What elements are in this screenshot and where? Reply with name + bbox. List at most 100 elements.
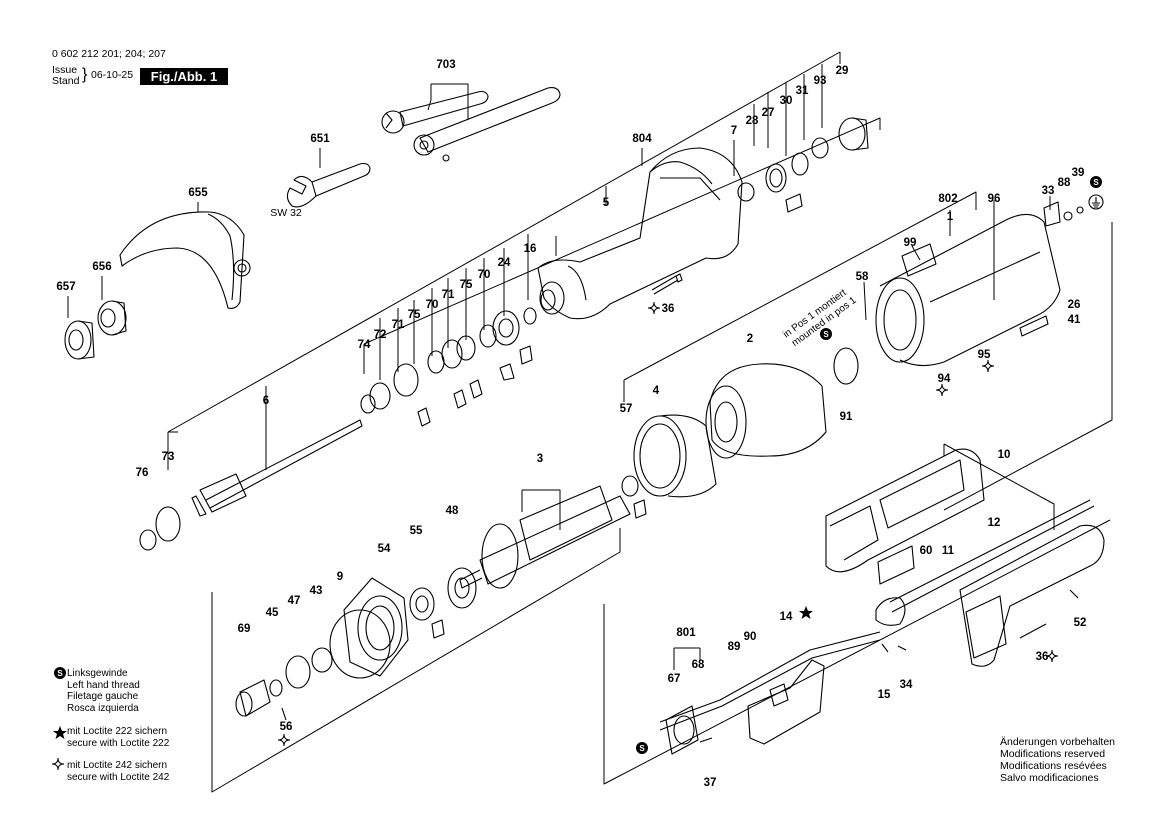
callout-94: 94: [938, 373, 951, 385]
legend-loctite-222-de: mit Loctite 222 sichern: [67, 726, 168, 737]
callout-39: 39: [1072, 167, 1085, 179]
callout-89: 89: [728, 641, 741, 653]
callout-48: 48: [446, 505, 459, 517]
cable-11-12-drawing: [875, 499, 1095, 626]
brace: }: [82, 66, 88, 83]
callout-2: 2: [747, 333, 753, 345]
guard-655-drawing: [119, 211, 251, 309]
callout-71a: 71: [442, 289, 455, 301]
callout-27: 27: [762, 107, 775, 119]
callout-9: 9: [337, 571, 343, 583]
ground-clip-drawing: [1043, 201, 1084, 227]
wrench-651-drawing: [286, 162, 371, 208]
note-en: Modifications reserved: [1000, 748, 1106, 760]
nut-656-drawing: [97, 300, 127, 336]
flange-54-drawing: [329, 577, 409, 679]
callout-72: 72: [374, 329, 387, 341]
marker-symbols: [53, 176, 1102, 754]
loctite-242-star-c: [935, 383, 949, 397]
callout-99: 99: [904, 237, 917, 249]
rotor-3-drawing: [459, 485, 631, 589]
callout-36b: 36: [1036, 651, 1049, 663]
callout-12: 12: [988, 517, 1001, 529]
callout-33: 33: [1042, 185, 1055, 197]
callout-47: 47: [288, 595, 301, 607]
callout-10: 10: [998, 449, 1011, 461]
handle-housing-10-drawing: [825, 448, 985, 585]
handle-part-drawing: [959, 524, 1105, 667]
legend-loctite-242-star: [51, 757, 65, 771]
wrench-703-drawing: [381, 87, 561, 162]
callout-16: 16: [524, 243, 537, 255]
callout-651: 651: [310, 133, 330, 145]
loctite-242-star-d: [277, 733, 291, 747]
modification-notes: Änderungen vorbehalten Modifications res…: [1000, 736, 1115, 784]
screw-36a-drawing: [651, 273, 683, 295]
nut-657-drawing: [64, 320, 95, 360]
motor-housing-1-drawing: [875, 213, 1061, 367]
spindle-parts-drawing: [360, 307, 537, 427]
collet-69-drawing: [235, 679, 271, 717]
legend-loctite-242-de: mit Loctite 242 sichern: [67, 760, 168, 771]
legend-left-thread-fr: Filetage gauche: [67, 691, 139, 702]
callout-sw32: SW 32: [270, 207, 302, 219]
plug-67-68-drawing: [659, 631, 881, 755]
callout-96: 96: [988, 193, 1001, 205]
callout-15: 15: [878, 689, 891, 701]
callout-71b: 71: [392, 319, 405, 331]
stand-label: Stand: [52, 75, 80, 87]
callout-90: 90: [744, 631, 757, 643]
note-de: Änderungen vorbehalten: [1000, 736, 1116, 748]
left-thread-letter-b: S: [1093, 178, 1099, 187]
callout-52: 52: [1074, 617, 1087, 629]
screw-56-drawing: [281, 707, 287, 721]
callout-60: 60: [920, 545, 933, 557]
callout-801: 801: [676, 627, 696, 639]
shaft-6-drawing: [139, 419, 363, 551]
callout-69: 69: [238, 623, 251, 635]
callout-58: 58: [856, 271, 869, 283]
callout-655: 655: [188, 187, 208, 199]
callout-34: 34: [900, 679, 913, 691]
callout-7: 7: [731, 125, 737, 137]
housing-5-drawing: [537, 147, 743, 320]
callout-28: 28: [746, 115, 759, 127]
callout-29: 29: [836, 65, 849, 77]
legend-loctite-242: mit Loctite 242 sichern secure with Loct…: [67, 760, 169, 783]
callout-74: 74: [358, 339, 371, 351]
callout-75a: 75: [460, 279, 473, 291]
callout-88: 88: [1058, 177, 1071, 189]
left-thread-letter-a: S: [823, 330, 829, 339]
loctite-222-star-a: [799, 606, 813, 619]
callout-1: 1: [947, 211, 954, 223]
callout-6: 6: [263, 395, 269, 407]
callout-26: 26: [1068, 299, 1081, 311]
legend-loctite-222-star: [53, 726, 67, 739]
figure-label: Fig./Abb. 1: [140, 68, 228, 85]
callout-93: 93: [814, 75, 827, 87]
legend-left-thread-en: Left hand thread: [67, 679, 140, 691]
callout-73: 73: [162, 451, 175, 463]
callout-4: 4: [653, 385, 660, 397]
legend-left-thread-symbol: [54, 667, 66, 679]
sleeve-4-drawing: [621, 414, 717, 519]
callout-95: 95: [978, 349, 991, 361]
note-fr: Modifications resévées: [1000, 760, 1107, 772]
callout-41: 41: [1068, 314, 1081, 326]
callout-804: 804: [632, 133, 652, 145]
callout-91: 91: [840, 411, 853, 423]
loctite-242-star-b: [981, 359, 995, 373]
callout-5: 5: [603, 197, 610, 209]
armature-2-drawing: [705, 347, 859, 459]
callout-30: 30: [780, 95, 793, 107]
callout-31: 31: [796, 85, 809, 97]
callout-37: 37: [704, 777, 717, 789]
callout-76: 76: [136, 467, 149, 479]
callout-3: 3: [537, 453, 543, 465]
callout-75b: 75: [408, 309, 421, 321]
loctite-242-star-a: [647, 301, 661, 315]
callout-703: 703: [436, 59, 455, 71]
callout-56: 56: [280, 721, 293, 733]
callout-14: 14: [780, 611, 793, 623]
